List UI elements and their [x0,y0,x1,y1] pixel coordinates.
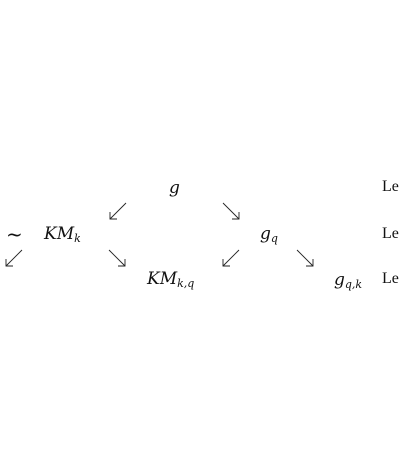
node-gq-base: g [260,224,271,244]
node-gqk-base: g [334,270,345,290]
node-kmk: KMk [44,224,81,244]
level-label-3: Le [382,270,399,287]
arrow-g-to-gq [222,202,240,220]
node-kmk-base: KM [44,224,75,244]
node-kmkq: KMk,q [147,269,194,289]
node-tilde: ~ [6,222,23,246]
level-label-1: Le [382,178,399,195]
node-kmkq-base: KM [147,269,178,289]
node-kmk-subscript: k [74,232,81,245]
node-gqk-subscript: q,k [344,278,363,291]
node-kmkq-subscript: k,q [177,277,195,290]
node-g-label: g [169,178,180,198]
node-gq: gq [260,224,278,244]
node-gqk: gq,k [334,270,362,290]
level-label-2: Le [382,225,399,242]
arrow-left-edge [5,249,23,267]
arrow-gq-to-kmkq [222,249,240,267]
arrow-gq-to-gqk [296,249,314,267]
arrow-kmk-to-kmkq [108,249,126,267]
node-g: g [169,178,180,198]
node-gq-subscript: q [270,232,278,245]
arrow-g-to-kmk [109,202,127,220]
